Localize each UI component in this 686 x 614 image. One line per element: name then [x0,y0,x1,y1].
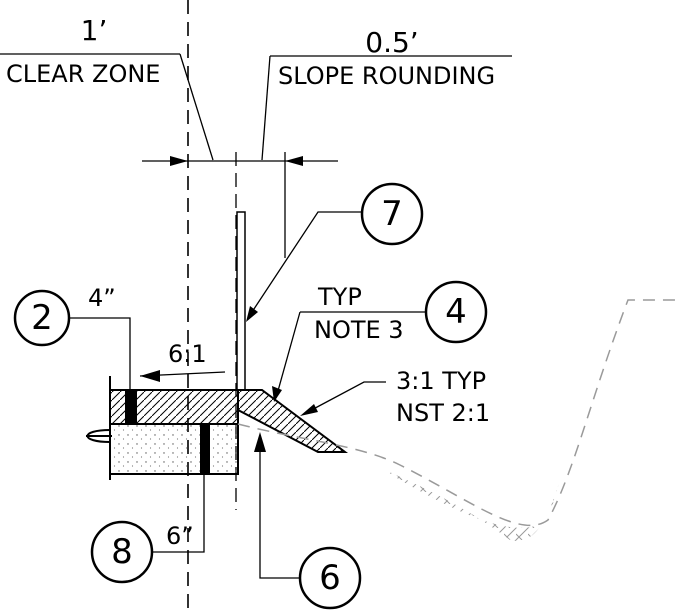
callout-4-leader [275,311,301,399]
callout-7 [360,182,424,246]
clear-zone-label: CLEAR ZONE [6,60,160,88]
callout-2-label: 2 [31,298,53,338]
cross-slope-label: 6:1 [168,340,207,368]
callout-4-arrow [272,386,282,402]
callout-4-label: 4 [445,292,467,332]
typ-label: TYP [317,283,362,311]
side-slope-label: 3:1 TYP [396,367,486,395]
callout-2-leader [69,317,131,390]
width-6in: 6” [166,522,194,550]
cross-slope-arrow [140,370,160,382]
side-slope-arrow [300,404,318,416]
dimension-arrow-left [170,156,188,166]
slope-rounding-label: SLOPE ROUNDING [278,62,495,90]
nst-label: NST 2:1 [396,399,490,427]
clear-zone-leader [179,53,214,161]
slope-rounding-value: 0.5’ [365,26,418,59]
slope-rounding-wedge [237,389,349,453]
callout-6-arrow [254,432,266,452]
break-symbol [86,429,112,443]
ground-fill [385,470,560,541]
clear-zone-value: 1’ [81,14,108,47]
callout-6-label: 6 [319,558,341,598]
callout-6-leader [259,440,300,579]
guardrail-post [236,211,246,391]
edge-stripe [125,390,137,424]
ground-line [237,299,680,526]
note-label: NOTE 3 [314,316,404,344]
side-slope-leader [303,381,386,415]
callout-8-leader [152,474,205,553]
slope-rounding-leader [261,55,271,161]
base-strip [200,424,210,474]
callout-7-arrow [246,306,258,322]
dimension-arrow-right [285,156,303,166]
callout-7-leader [247,211,362,319]
callout-7-label: 7 [381,194,403,234]
aggregate-base [109,423,239,475]
callout-8-label: 8 [111,532,133,572]
width-4in: 4” [88,284,116,312]
